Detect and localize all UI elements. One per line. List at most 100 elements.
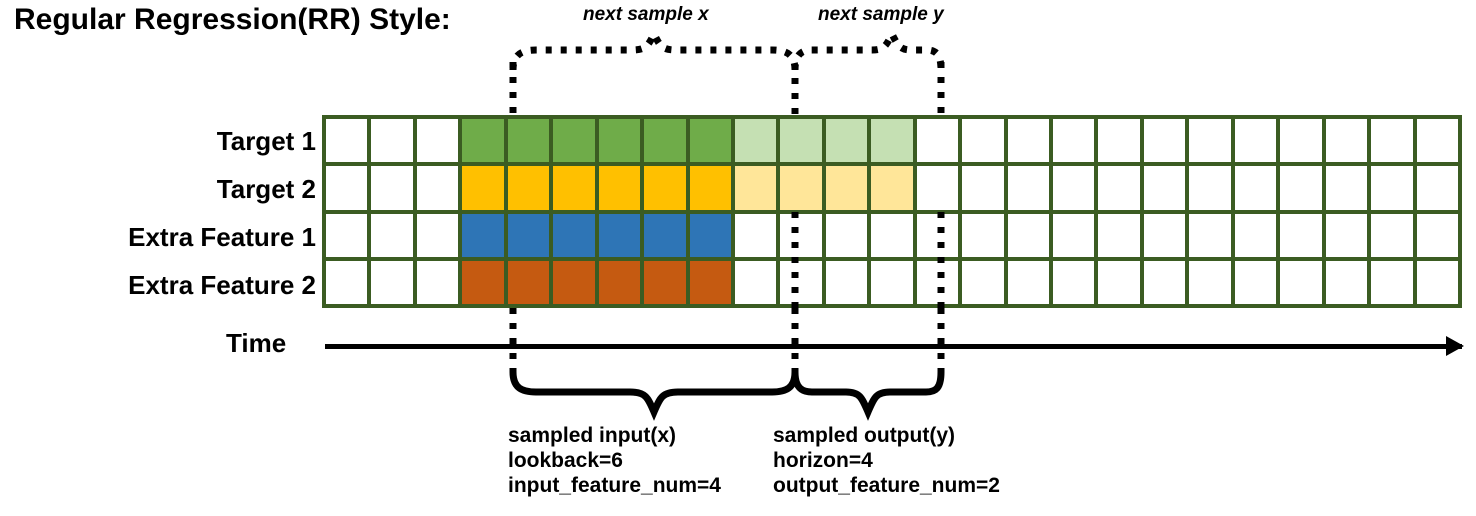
grid-cell [1143, 213, 1186, 257]
grid-cell [1234, 260, 1277, 304]
caption-sampled-input: sampled input(x) lookback=6 input_featur… [508, 423, 721, 498]
caption-output-line3: output_feature_num=2 [773, 474, 1000, 497]
grid-cell [371, 260, 413, 304]
grid-cell [371, 166, 413, 210]
grid-cell [1325, 260, 1368, 304]
grid-cell [871, 260, 913, 304]
caption-output-line1: sampled output(y) [773, 424, 955, 447]
grid-cell [1098, 260, 1140, 304]
grid-cell [962, 119, 1004, 163]
grid-cell [326, 260, 368, 304]
grid-cell [1053, 119, 1095, 163]
grid-cell [1007, 213, 1050, 257]
grid-cell [416, 260, 459, 304]
grid-cell [1416, 119, 1458, 163]
grid-cell [916, 213, 959, 257]
grid-cell [644, 166, 686, 210]
grid-cell [507, 166, 550, 210]
grid-cell [1098, 166, 1140, 210]
grid-cell [1371, 166, 1413, 210]
grid-cell [734, 213, 777, 257]
grid-cell [962, 213, 1004, 257]
caption-input-line2: lookback=6 [508, 449, 623, 472]
grid-cell [598, 260, 641, 304]
grid-cell [1416, 260, 1458, 304]
grid-cell [326, 213, 368, 257]
grid-cell [1053, 166, 1095, 210]
grid-cell [507, 260, 550, 304]
label-next-sample-x: next sample x [583, 4, 709, 25]
dotted-brace-next-x [509, 26, 799, 71]
grid-cell [598, 166, 641, 210]
grid-cell [1325, 119, 1368, 163]
grid-cell [1371, 213, 1413, 257]
grid-cell [734, 119, 777, 163]
grid-cell [780, 166, 822, 210]
grid-cell [462, 119, 504, 163]
grid-cell [1143, 166, 1186, 210]
grid-cell [1189, 260, 1231, 304]
grid-cell [689, 213, 731, 257]
grid-cell [916, 166, 959, 210]
grid-cell [644, 119, 686, 163]
grid-cell [326, 119, 368, 163]
grid-cell [462, 213, 504, 257]
grid-cell [1280, 119, 1322, 163]
grid-cell [416, 213, 459, 257]
grid-cell [1280, 213, 1322, 257]
caption-sampled-output: sampled output(y) horizon=4 output_featu… [773, 423, 1000, 498]
grid-cell [1007, 260, 1050, 304]
grid-cell [371, 213, 413, 257]
grid-cell [1325, 166, 1368, 210]
grid-cell [1189, 166, 1231, 210]
grid-cell [1371, 119, 1413, 163]
grid-cell [1416, 166, 1458, 210]
dotted-brace-next-y [791, 26, 945, 71]
grid-cell [962, 166, 1004, 210]
grid-cell [734, 260, 777, 304]
grid-cell [507, 119, 550, 163]
timeseries-grid [322, 115, 1462, 308]
grid-cell [825, 119, 868, 163]
grid-cell [598, 213, 641, 257]
row-label-target-1: Target 1 [216, 126, 316, 156]
grid-cell [1416, 213, 1458, 257]
grid-cell [871, 166, 913, 210]
grid-cell [416, 119, 459, 163]
row-label-extra-feature-2: Extra Feature 2 [128, 270, 316, 300]
caption-input-line1: sampled input(x) [508, 424, 677, 447]
grid-cell [1234, 166, 1277, 210]
brace-sampled-input [509, 371, 799, 421]
grid-cell [916, 260, 959, 304]
grid-cell [1098, 213, 1140, 257]
grid-cell [1143, 119, 1186, 163]
grid-cell [1234, 213, 1277, 257]
grid-cell [825, 166, 868, 210]
grid-cell [1280, 260, 1322, 304]
grid-cell [553, 119, 595, 163]
grid-cell [326, 166, 368, 210]
grid-cell [462, 166, 504, 210]
grid-cell [1053, 213, 1095, 257]
grid-cell [1007, 166, 1050, 210]
grid-cell [1007, 119, 1050, 163]
grid-cell [689, 166, 731, 210]
caption-output-line2: horizon=4 [773, 449, 873, 472]
right-arrow-icon [1446, 336, 1464, 356]
grid-cell [825, 213, 868, 257]
grid-cell [780, 213, 822, 257]
grid-cell [825, 260, 868, 304]
grid-cell [1325, 213, 1368, 257]
grid-cell [371, 119, 413, 163]
grid-cell [644, 213, 686, 257]
page-title: Regular Regression(RR) Style: [14, 3, 451, 36]
row-label-extra-feature-1: Extra Feature 1 [128, 222, 316, 252]
grid-cell [689, 260, 731, 304]
grid-cell [507, 213, 550, 257]
grid-cell [734, 166, 777, 210]
time-axis-label: Time [226, 328, 287, 358]
grid-cell [1189, 119, 1231, 163]
brace-sampled-output [791, 371, 945, 421]
grid-cell [962, 260, 1004, 304]
grid-cell [462, 260, 504, 304]
